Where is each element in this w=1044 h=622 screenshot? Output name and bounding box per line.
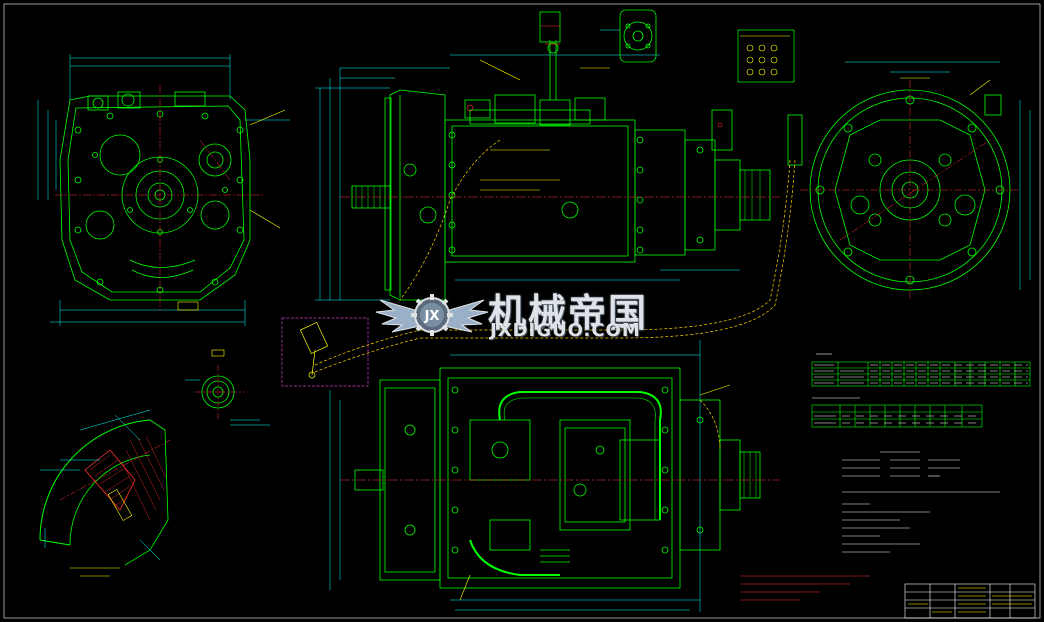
spline-detail <box>185 349 270 426</box>
detail-section <box>39 409 171 577</box>
top-right-detail <box>737 29 795 83</box>
watermark-brand-en: JXDIGUO.COM <box>490 320 641 341</box>
emblem-letters: JX <box>424 309 440 324</box>
technical-notes <box>740 451 1000 601</box>
title-block <box>904 583 1036 619</box>
title-block-text-marks <box>908 587 1032 613</box>
right-end-view <box>800 61 1031 300</box>
gear-emblem-icon: JX <box>411 294 453 336</box>
spec-table <box>811 361 1031 387</box>
left-end-view <box>37 54 290 326</box>
winged-emblem-icon: JX <box>375 294 489 336</box>
magenta-detail-box <box>281 317 421 387</box>
bottom-plan-view <box>329 340 780 612</box>
watermark: JX 机械帝国 JXDIGUO.COM <box>372 280 672 350</box>
drawing-frame <box>3 3 1041 619</box>
watermark-brand-cn: 机械帝国 <box>488 291 649 335</box>
ratio-table-text-marks <box>812 397 980 424</box>
spec-table-text-marks <box>814 364 1028 384</box>
top-side-view <box>315 9 803 339</box>
